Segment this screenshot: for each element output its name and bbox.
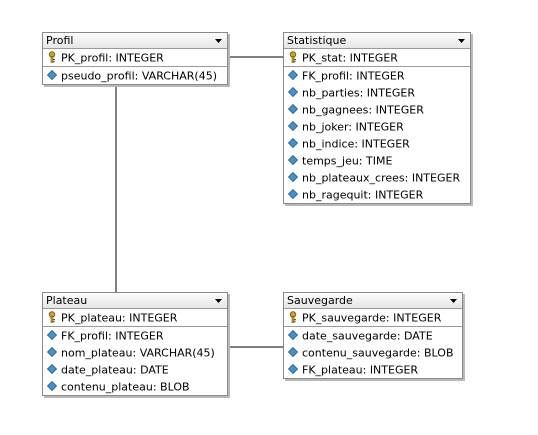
key-icon <box>287 311 299 323</box>
collapse-arrow-icon[interactable] <box>214 36 223 45</box>
field-text: PK_plateau: INTEGER <box>61 311 178 325</box>
field-row[interactable]: FK_profil: INTEGER <box>43 327 227 344</box>
field-text: date_sauvegarde: DATE <box>302 329 433 343</box>
diamond-icon <box>287 120 299 132</box>
primary-key-row[interactable]: PK_sauvegarde: INTEGER <box>284 309 462 327</box>
diamond-icon <box>287 86 299 98</box>
entity-body: PK_profil: INTEGER pseudo_profil: VARCHA… <box>43 49 227 84</box>
field-row[interactable]: pseudo_profil: VARCHAR(45) <box>43 67 227 84</box>
field-text: nom_plateau: VARCHAR(45) <box>61 346 215 360</box>
entity-header: Sauvegarde <box>284 293 462 309</box>
field-text: PK_stat: INTEGER <box>302 51 398 65</box>
field-row[interactable]: nb_ragequit: INTEGER <box>284 186 470 203</box>
entity-plateau[interactable]: Plateau PK_plateau: INTEGER FK_profil: I… <box>42 292 228 396</box>
entity-statistique[interactable]: Statistique PK_stat: INTEGER FK_profil: … <box>283 32 471 204</box>
collapse-arrow-icon[interactable] <box>457 36 466 45</box>
field-text: nb_parties: INTEGER <box>302 86 416 100</box>
entity-header: Plateau <box>43 293 227 309</box>
primary-key-row[interactable]: PK_plateau: INTEGER <box>43 309 227 327</box>
field-row[interactable]: nb_gagnees: INTEGER <box>284 101 470 118</box>
primary-key-row[interactable]: PK_stat: INTEGER <box>284 49 470 67</box>
field-row[interactable]: FK_plateau: INTEGER <box>284 361 462 378</box>
field-row[interactable]: date_plateau: DATE <box>43 361 227 378</box>
field-text: FK_plateau: INTEGER <box>302 363 419 377</box>
field-text: nb_joker: INTEGER <box>302 120 404 134</box>
field-text: contenu_plateau: BLOB <box>61 380 190 394</box>
diamond-icon <box>287 329 299 341</box>
field-text: pseudo_profil: VARCHAR(45) <box>61 69 217 83</box>
entity-profil[interactable]: Profil PK_profil: INTEGER pseudo_profil:… <box>42 32 228 85</box>
entity-title: Plateau <box>46 294 88 307</box>
entity-sauvegarde[interactable]: Sauvegarde PK_sauvegarde: INTEGER date_s… <box>283 292 463 379</box>
field-text: date_plateau: DATE <box>61 363 169 377</box>
field-row[interactable]: nb_plateaux_crees: INTEGER <box>284 169 470 186</box>
field-text: PK_profil: INTEGER <box>61 51 164 65</box>
diamond-icon <box>287 171 299 183</box>
key-icon <box>287 51 299 63</box>
diamond-icon <box>46 346 58 358</box>
diamond-icon <box>46 380 58 392</box>
entity-title: Sauvegarde <box>287 294 353 307</box>
field-text: contenu_sauvegarde: BLOB <box>302 346 454 360</box>
field-row[interactable]: nom_plateau: VARCHAR(45) <box>43 344 227 361</box>
diamond-icon <box>287 69 299 81</box>
field-text: temps_jeu: TIME <box>302 154 393 168</box>
diamond-icon <box>287 363 299 375</box>
diamond-icon <box>287 154 299 166</box>
diamond-icon <box>287 137 299 149</box>
field-text: FK_profil: INTEGER <box>302 69 405 83</box>
field-text: PK_sauvegarde: INTEGER <box>302 311 442 325</box>
diamond-icon <box>46 363 58 375</box>
field-text: FK_profil: INTEGER <box>61 329 164 343</box>
entity-body: PK_stat: INTEGER FK_profil: INTEGER nb_p… <box>284 49 470 203</box>
diamond-icon <box>287 188 299 200</box>
field-row[interactable]: contenu_sauvegarde: BLOB <box>284 344 462 361</box>
entity-title: Profil <box>46 34 74 47</box>
entity-header: Statistique <box>284 33 470 49</box>
field-row[interactable]: FK_profil: INTEGER <box>284 67 470 84</box>
diamond-icon <box>287 103 299 115</box>
field-row[interactable]: date_sauvegarde: DATE <box>284 327 462 344</box>
primary-key-row[interactable]: PK_profil: INTEGER <box>43 49 227 67</box>
entity-body: PK_plateau: INTEGER FK_profil: INTEGER n… <box>43 309 227 395</box>
collapse-arrow-icon[interactable] <box>214 296 223 305</box>
key-icon <box>46 51 58 63</box>
diamond-icon <box>287 346 299 358</box>
field-row[interactable]: contenu_plateau: BLOB <box>43 378 227 395</box>
entity-title: Statistique <box>287 34 347 47</box>
diamond-icon <box>46 329 58 341</box>
field-text: nb_gagnees: INTEGER <box>302 103 424 117</box>
field-row[interactable]: nb_joker: INTEGER <box>284 118 470 135</box>
diamond-icon <box>46 69 58 81</box>
entity-header: Profil <box>43 33 227 49</box>
entity-body: PK_sauvegarde: INTEGER date_sauvegarde: … <box>284 309 462 378</box>
field-text: nb_indice: INTEGER <box>302 137 410 151</box>
field-row[interactable]: temps_jeu: TIME <box>284 152 470 169</box>
collapse-arrow-icon[interactable] <box>449 296 458 305</box>
key-icon <box>46 311 58 323</box>
field-text: nb_plateaux_crees: INTEGER <box>302 171 461 185</box>
field-text: nb_ragequit: INTEGER <box>302 188 424 202</box>
field-row[interactable]: nb_indice: INTEGER <box>284 135 470 152</box>
field-row[interactable]: nb_parties: INTEGER <box>284 84 470 101</box>
